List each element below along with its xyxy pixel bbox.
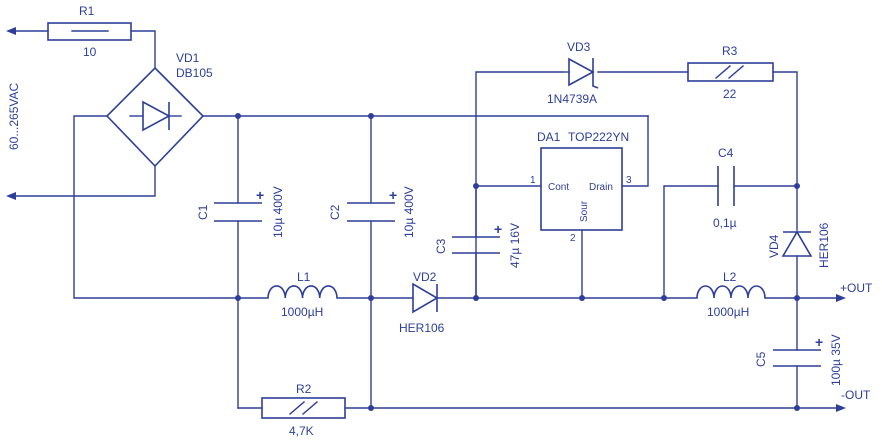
diode-vd2: VD2 HER106 (399, 270, 445, 335)
r1-ref: R1 (79, 4, 95, 18)
r3-ref: R3 (722, 44, 738, 58)
c2-value: 10µ 400V (402, 186, 416, 238)
vd2-part: HER106 (399, 321, 445, 335)
terminal-arrows (6, 27, 846, 412)
c1-value: 10µ 400V (271, 186, 285, 238)
vd4-part: HER106 (817, 222, 831, 268)
c2-plus: + (389, 187, 397, 203)
input-bottom-arrow-icon (6, 192, 16, 200)
c3-plus: + (494, 221, 502, 237)
inductor-l2: L2 1000µH (696, 270, 766, 319)
l2-ref: L2 (723, 270, 737, 284)
c3-value: 47µ 16V (508, 223, 522, 268)
input-top-arrow-icon (6, 27, 16, 35)
plus-out-arrow-icon (836, 294, 846, 302)
l1-value: 1000µH (281, 305, 323, 319)
c1-ref: C1 (196, 204, 210, 220)
r2-value: 4,7K (289, 424, 314, 438)
resistor-r1: R1 10 (47, 4, 132, 59)
da1-part: TOP222YN (568, 130, 629, 144)
capacitor-c4: C4 0,1µ (713, 146, 737, 230)
r1-value: 10 (83, 45, 97, 59)
wires (11, 30, 839, 409)
da1-pin2-number: 2 (570, 233, 576, 244)
capacitor-c5: + C5 100µ 35V (754, 334, 843, 386)
da1-pin-sour-label: Sour (579, 200, 590, 222)
ic-da1: DA1 TOP222YN Cont Drain Sour 1 2 3 (530, 130, 632, 244)
c1-plus: + (256, 187, 264, 203)
capacitor-c2: + C2 10µ 400V (328, 186, 416, 238)
minus-out-label: -OUT (841, 388, 871, 402)
l1-ref: L1 (297, 270, 311, 284)
vd3-ref: VD3 (567, 40, 591, 54)
r2-ref: R2 (296, 382, 312, 396)
da1-pin-cont-label: Cont (548, 182, 569, 193)
c5-plus: + (815, 334, 823, 350)
vd2-ref: VD2 (413, 270, 437, 284)
da1-pin3-number: 3 (626, 175, 632, 186)
c3-ref: C3 (434, 238, 448, 254)
diode-vd4: VD4 HER106 (767, 222, 831, 268)
c5-ref: C5 (754, 351, 768, 367)
r3-value: 22 (723, 87, 737, 101)
l2-value: 1000µH (707, 305, 749, 319)
resistor-r3: R3 22 (687, 44, 774, 101)
vd3-part: 1N4739A (547, 92, 597, 106)
minus-out-arrow-icon (836, 404, 846, 412)
plus-out-label: +OUT (840, 281, 873, 295)
c4-value: 0,1µ (713, 216, 737, 230)
inductor-l1: L1 1000µH (267, 270, 338, 319)
bridge-rectifier-vd1: VD1 DB105 (105, 51, 213, 168)
resistor-r2: R2 4,7K (261, 382, 346, 438)
vd1-part: DB105 (176, 66, 213, 80)
capacitor-c1: + C1 10µ 400V (196, 186, 285, 238)
c2-ref: C2 (328, 204, 342, 220)
c4-ref: C4 (718, 146, 734, 160)
da1-ref: DA1 (537, 130, 561, 144)
zener-diode-vd3: VD3 1N4739A (547, 40, 599, 106)
capacitor-c3: + C3 47µ 16V (434, 221, 522, 299)
vd4-ref: VD4 (767, 234, 781, 258)
da1-pin1-number: 1 (530, 175, 536, 186)
da1-pin-drain-label: Drain (589, 182, 613, 193)
input-voltage-label: 60...265VAC (7, 83, 21, 150)
vd1-ref: VD1 (176, 51, 200, 65)
c5-value: 100µ 35V (829, 334, 843, 386)
